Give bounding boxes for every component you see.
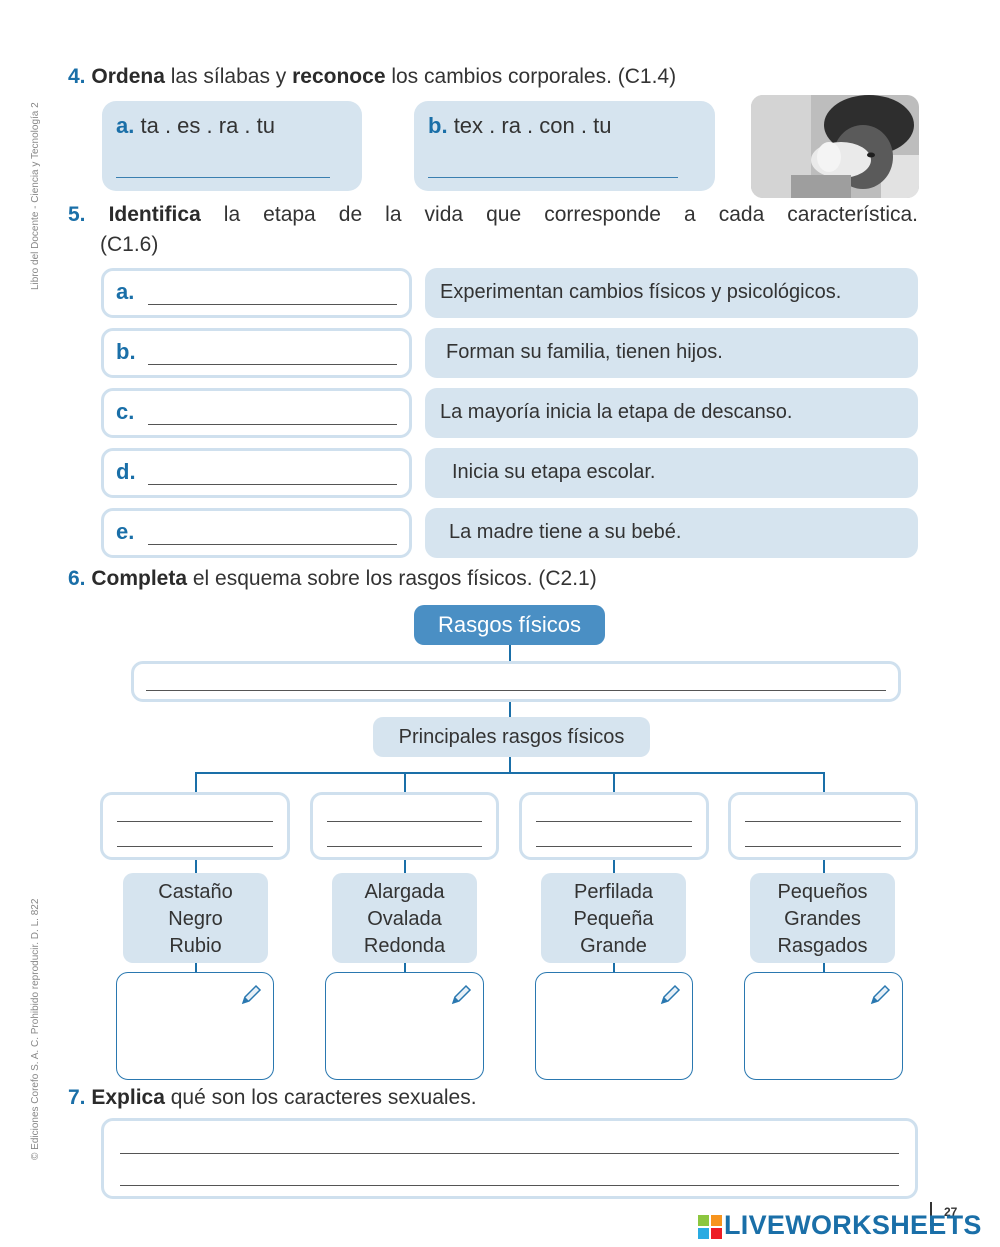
pencil-icon <box>660 984 681 1005</box>
syllable-text-b: b. tex . ra . con . tu <box>428 113 612 138</box>
pencil-icon <box>241 984 262 1005</box>
diagram-middle: Principales rasgos físicos <box>373 717 650 757</box>
stage-feature-c: La mayoría inicia la etapa de descanso. <box>425 388 918 438</box>
pencil-icon <box>451 984 472 1005</box>
drawing-box-2[interactable] <box>325 972 484 1080</box>
syllable-box-b: b. tex . ra . con . tu <box>414 101 715 191</box>
diagram-definition-box[interactable] <box>131 661 901 702</box>
trait-name-box-3[interactable] <box>519 792 709 860</box>
trait-line[interactable] <box>745 821 901 822</box>
side-text-bottom: © Ediciones Corefo S. A. C. Prohibido re… <box>30 898 41 1160</box>
trait-name-box-1[interactable] <box>100 792 290 860</box>
stage-answer-box-e[interactable]: e. <box>101 508 412 558</box>
answer-underline[interactable] <box>148 304 397 305</box>
question-7-title: 7. Explica qué son los caracteres sexual… <box>68 1086 477 1109</box>
explanation-line-1[interactable] <box>120 1153 899 1154</box>
connector-col-3c <box>613 962 615 972</box>
stage-answer-box-d[interactable]: d. <box>101 448 412 498</box>
definition-line[interactable] <box>146 690 886 691</box>
answer-underline[interactable] <box>148 484 397 485</box>
syllable-text-a: a. ta . es . ra . tu <box>116 113 275 138</box>
trait-name-box-2[interactable] <box>310 792 499 860</box>
trait-line[interactable] <box>117 821 273 822</box>
connector-root <box>509 645 511 662</box>
stage-answer-box-a[interactable]: a. <box>101 268 412 318</box>
child-photo <box>751 95 919 198</box>
connector-col-1 <box>195 772 197 794</box>
trait-values-3: Perfilada Pequeña Grande <box>541 873 686 963</box>
trait-line[interactable] <box>745 846 901 847</box>
liveworksheets-brand[interactable]: LIVEWORKSHEETS <box>724 1210 982 1240</box>
trait-values-4: Pequeños Grandes Rasgados <box>750 873 895 963</box>
answer-line-a[interactable] <box>116 177 330 178</box>
question-4-title: 4. Ordena las sílabas y reconoce los cam… <box>68 65 677 88</box>
drawing-box-4[interactable] <box>744 972 903 1080</box>
stage-feature-a: Experimentan cambios físicos y psicológi… <box>425 268 918 318</box>
connector-middle-bottom <box>509 757 511 773</box>
stage-answer-box-b[interactable]: b. <box>101 328 412 378</box>
stage-feature-d: Inicia su etapa escolar. <box>425 448 918 498</box>
page-number: 27 <box>944 1205 958 1219</box>
connector-col-3 <box>613 772 615 794</box>
answer-underline[interactable] <box>148 544 397 545</box>
question-5-title: 5. Identifica la etapa de la vida que co… <box>68 203 918 226</box>
connector-col-2b <box>404 860 406 874</box>
connector-col-4c <box>823 962 825 972</box>
trait-line[interactable] <box>327 821 482 822</box>
question-5-code: (C1.6) <box>100 233 159 256</box>
liveworksheets-logo-icon <box>698 1215 722 1239</box>
stage-answer-box-c[interactable]: c. <box>101 388 412 438</box>
answer-underline[interactable] <box>148 424 397 425</box>
connector-branch <box>195 772 825 774</box>
trait-line[interactable] <box>327 846 482 847</box>
side-text-top: Libro del Docente - Ciencia y Tecnología… <box>30 102 41 290</box>
answer-underline[interactable] <box>148 364 397 365</box>
connector-col-4 <box>823 772 825 794</box>
connector-col-1b <box>195 860 197 874</box>
trait-values-2: Alargada Ovalada Redonda <box>332 873 477 963</box>
pencil-icon <box>870 984 891 1005</box>
connector-col-2c <box>404 962 406 972</box>
trait-line[interactable] <box>117 846 273 847</box>
connector-col-2 <box>404 772 406 794</box>
trait-line[interactable] <box>536 821 692 822</box>
trait-name-box-4[interactable] <box>728 792 918 860</box>
explanation-line-2[interactable] <box>120 1185 899 1186</box>
diagram-root: Rasgos físicos <box>414 605 605 645</box>
drawing-box-3[interactable] <box>535 972 693 1080</box>
explanation-box[interactable] <box>101 1118 918 1199</box>
connector-middle-top <box>509 702 511 718</box>
trait-values-1: Castaño Negro Rubio <box>123 873 268 963</box>
connector-col-1c <box>195 962 197 972</box>
connector-col-3b <box>613 860 615 874</box>
connector-col-4b <box>823 860 825 874</box>
page-number-divider <box>930 1202 932 1226</box>
syllable-box-a: a. ta . es . ra . tu <box>102 101 362 191</box>
stage-feature-b: Forman su familia, tienen hijos. <box>425 328 918 378</box>
trait-line[interactable] <box>536 846 692 847</box>
stage-feature-e: La madre tiene a su bebé. <box>425 508 918 558</box>
answer-line-b[interactable] <box>428 177 678 178</box>
question-6-title: 6. Completa el esquema sobre los rasgos … <box>68 567 597 590</box>
drawing-box-1[interactable] <box>116 972 274 1080</box>
